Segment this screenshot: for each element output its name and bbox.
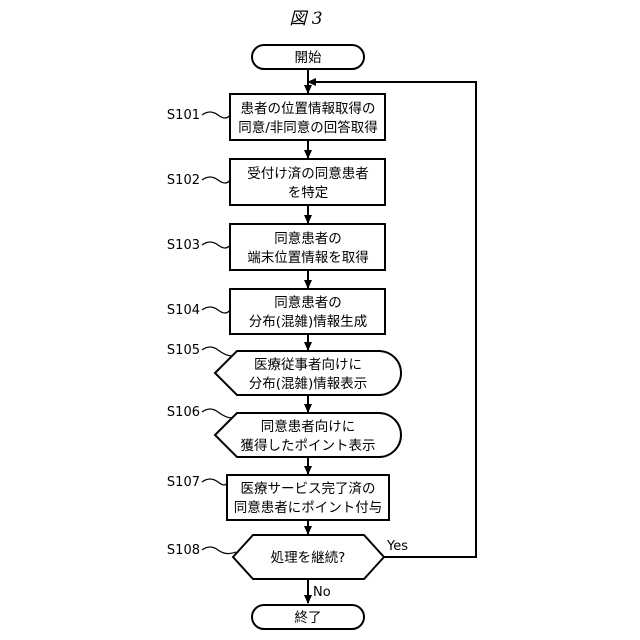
step-s105-line1: 医療従事者向けに [254,356,362,373]
step-s107-line2: 同意患者にポイント付与 [234,499,383,516]
step-s105: 医療従事者向けに 分布(混雑)情報表示 S105 [167,343,401,395]
step-s107: 医療サービス完了済の 同意患者にポイント付与 S107 [167,475,389,520]
step-s106-line2: 獲得したポイント表示 [241,437,376,454]
step-s101-id: S101 [167,108,200,123]
end-terminal: 終了 [252,605,364,629]
step-s101-line1: 患者の位置情報取得の [241,100,376,117]
step-s105-id: S105 [167,343,200,358]
step-s107-id: S107 [167,475,200,490]
decision-s108-leader [202,547,236,554]
decision-no-label: No [313,585,331,600]
start-terminal: 開始 [252,45,364,69]
step-s104-line1: 同意患者の [274,294,342,311]
step-s102-line1: 受付け済の同意患者 [247,165,369,182]
step-s103-id: S103 [167,238,200,253]
step-s102-leader [202,177,230,183]
step-s105-leader [202,347,232,356]
end-label: 終了 [295,610,322,626]
decision-s108: 処理を継続? S108 Yes No [167,535,408,600]
step-s101-line2: 同意/非同意の回答取得 [238,119,378,136]
step-s104: 同意患者の 分布(混雑)情報生成 S104 [167,289,385,334]
step-s103: 同意患者の 端末位置情報を取得 S103 [167,224,385,270]
step-s101-leader [202,112,230,118]
step-s106-line1: 同意患者向けに [261,418,356,435]
step-s107-line1: 医療サービス完了済の [241,480,376,497]
figure-title: 図 3 [289,9,322,29]
decision-yes-label: Yes [386,539,408,554]
decision-s108-text: 処理を継続? [271,550,346,566]
step-s101: 患者の位置情報取得の 同意/非同意の回答取得 S101 [167,94,385,140]
decision-s108-id: S108 [167,543,200,558]
step-s102-id: S102 [167,173,200,188]
step-s104-leader [202,307,230,313]
step-s104-line2: 分布(混雑)情報生成 [249,314,368,330]
step-s104-id: S104 [167,303,200,318]
step-s105-line2: 分布(混雑)情報表示 [249,376,368,392]
step-s106: 同意患者向けに 獲得したポイント表示 S106 [167,405,401,457]
step-s103-line2: 端末位置情報を取得 [247,249,369,266]
step-s102-line2: を特定 [288,185,329,201]
step-s103-line1: 同意患者の [274,230,342,247]
step-s103-leader [202,242,230,248]
start-label: 開始 [295,50,322,66]
step-s107-leader [202,479,227,485]
step-s106-id: S106 [167,405,200,420]
step-s106-leader [202,409,232,418]
step-s102: 受付け済の同意患者 を特定 S102 [167,159,385,205]
